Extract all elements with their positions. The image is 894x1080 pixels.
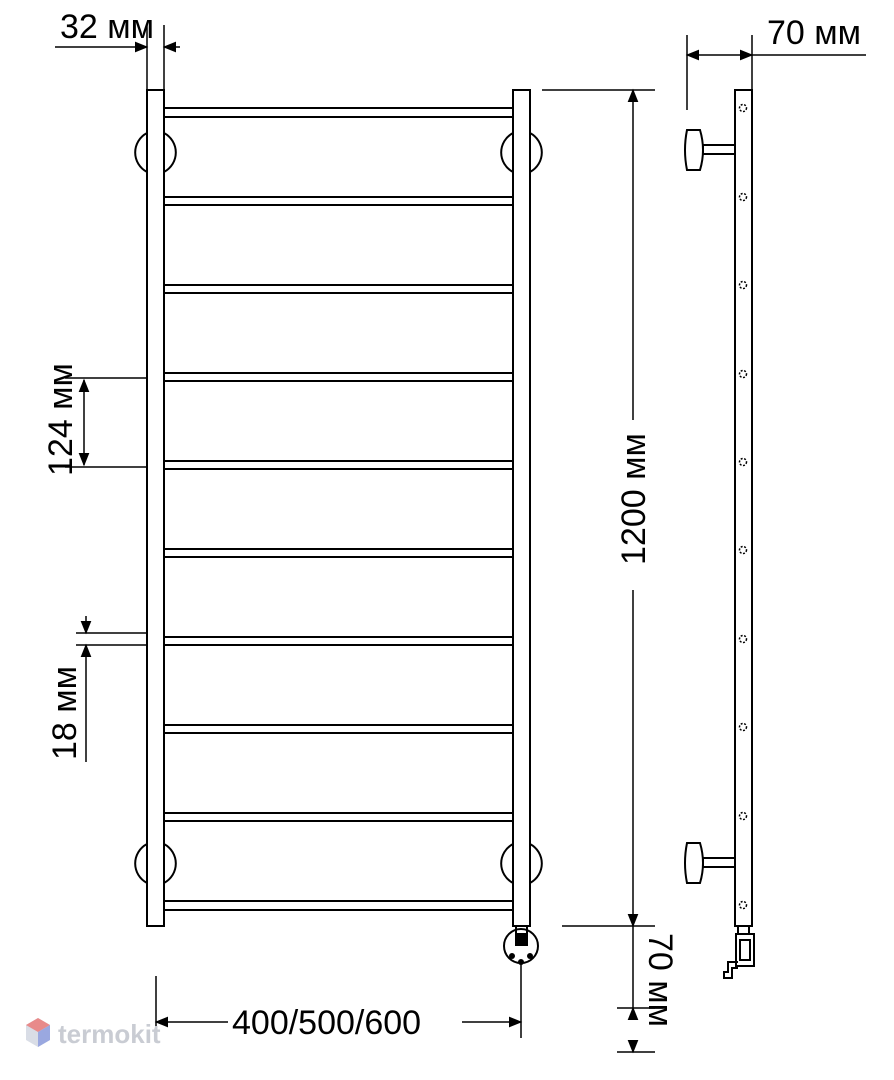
mount-top-left [134, 132, 177, 173]
left-post [146, 89, 165, 927]
dim-width: 400/500/600 [154, 976, 523, 1042]
side-view-holes [738, 103, 748, 910]
side-bracket-top [684, 129, 736, 171]
rung [163, 644, 514, 726]
wall-offset-label: 70 мм [767, 14, 861, 52]
mount-bottom-right [500, 843, 543, 884]
side-heater [723, 925, 755, 979]
front-view [134, 89, 543, 1038]
rung-spacing-label: 124 мм [42, 363, 80, 476]
dim-tube-diameter: 32 мм [55, 8, 180, 90]
rung [163, 732, 514, 814]
rung-thickness-label: 18 мм [46, 666, 84, 760]
rungs [163, 107, 514, 911]
top-bar [163, 107, 514, 118]
logo-text: termokit [58, 1019, 161, 1049]
tube-diameter-label: 32 мм [60, 8, 154, 46]
dim-heater-offset: 70 мм [617, 926, 679, 1054]
side-post [734, 89, 753, 927]
heater-unit [503, 925, 539, 1038]
mount-bottom-left [134, 843, 177, 884]
side-view [684, 89, 755, 979]
dim-height: 1200 мм [542, 88, 655, 928]
wall-mounts-front [134, 132, 543, 884]
rung [163, 116, 514, 198]
rung [163, 556, 514, 638]
mount-top-right [500, 132, 543, 173]
dim-rung-spacing: 124 мм [42, 363, 147, 476]
rung [163, 292, 514, 374]
rung [163, 820, 514, 902]
heater-offset-label: 70 мм [641, 933, 679, 1027]
bottom-bar [163, 900, 514, 911]
rung [163, 468, 514, 550]
right-post [512, 89, 531, 927]
rung [163, 204, 514, 286]
width-label: 400/500/600 [232, 1004, 421, 1042]
termokit-logo: termokit [26, 1018, 161, 1049]
dim-wall-offset: 70 мм [685, 14, 866, 110]
dim-rung-thickness: 18 мм [46, 616, 147, 762]
rung [163, 380, 514, 462]
side-bracket-bottom [684, 842, 736, 884]
height-label: 1200 мм [615, 433, 653, 565]
